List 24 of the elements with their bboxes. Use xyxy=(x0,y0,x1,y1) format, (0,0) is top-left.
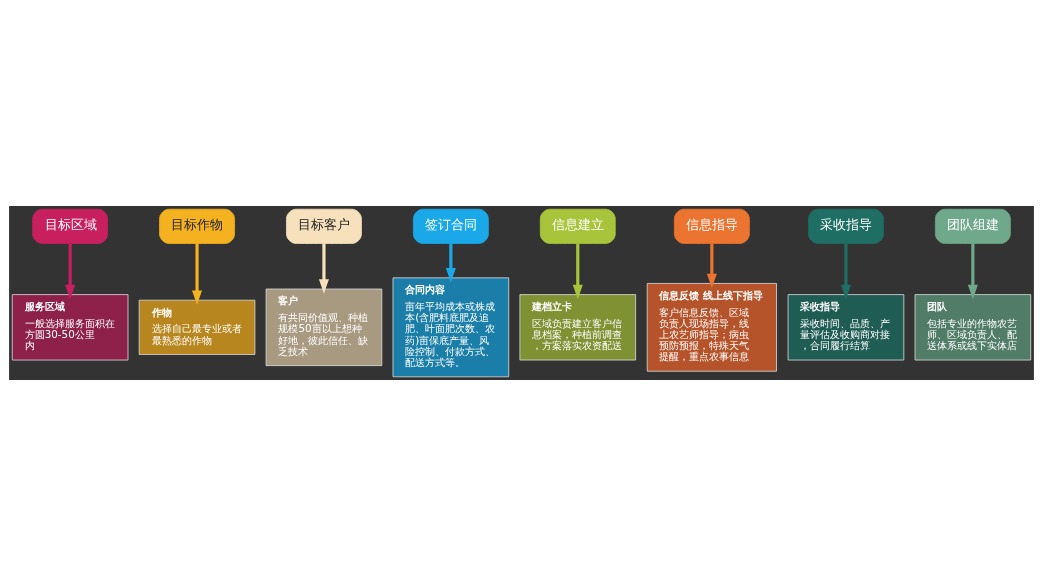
node-box: 信息建立 xyxy=(539,208,616,244)
arrow xyxy=(572,243,583,299)
node-box: 服务区域 一般选择服务面积在方圆30-50公里内 xyxy=(11,293,129,360)
node-box: 团队 包括专业的作物农艺师、区域负责人、配送体系或线下实体店 xyxy=(914,293,1032,360)
arrow xyxy=(445,243,456,282)
node-box: 信息指导 xyxy=(673,208,750,244)
arrow xyxy=(318,243,329,294)
arrow xyxy=(840,243,851,299)
node-box: 采收指导 采收时间、品质、产量评估及收购商对接，合同履行结算 xyxy=(787,293,905,360)
node-box: 目标客户 xyxy=(286,208,362,244)
node-box: 目标作物 xyxy=(159,208,235,244)
arrow xyxy=(192,243,203,305)
arrow xyxy=(967,243,978,299)
node-box: 建档立卡 区域负责建立客户信息档案，种植前调查，方案落实农资配送 xyxy=(519,293,637,360)
node-box: 采收指导 xyxy=(808,208,884,244)
node-box: 团队组建 xyxy=(934,208,1011,244)
node-box: 签订合同 xyxy=(412,208,489,244)
node-box: 合同内容 亩年平均成本或株成本(含肥料底肥及追肥、叶面肥次数、农药)亩保底产量、风险控制、付款方式、配送方式等。 xyxy=(392,276,510,377)
node-box: 客户 有共同价值观、种植规模50亩以上想种好地，彼此信任、缺乏技术 xyxy=(265,288,383,366)
arrow xyxy=(65,243,76,299)
node-box: 目标区域 xyxy=(32,208,109,244)
arrow xyxy=(706,243,717,288)
node-box: 信息反馈 线上线下指导 客户信息反馈、区域负责人现场指导，线上农艺师指导；病虫预防预报，特殊天气提醒，重点农事信息 xyxy=(646,282,777,372)
node-box: 作物 选择自己最专业或者最熟悉的作物 xyxy=(138,299,256,355)
